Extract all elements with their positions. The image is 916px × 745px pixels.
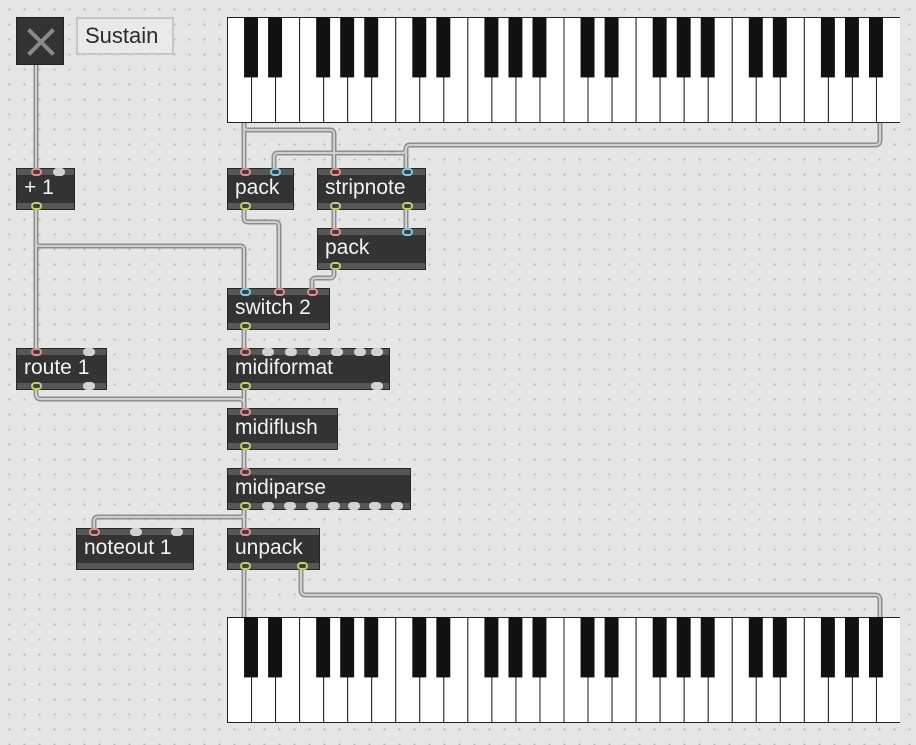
unpack-label: unpack [235,536,303,559]
black-key[interactable] [748,17,763,78]
black-key[interactable] [436,17,451,78]
black-key[interactable] [820,17,835,78]
cord-plus-to-switch [33,207,247,293]
cord-packb-to-switch [309,267,337,293]
black-key[interactable] [652,17,667,78]
black-key[interactable] [508,17,523,78]
unpack-object[interactable]: unpack [227,528,320,570]
black-key[interactable] [604,17,619,78]
stripnote-label: stripnote [325,176,406,199]
midiparse-label: midiparse [235,476,327,499]
black-key[interactable] [748,617,763,678]
midiformat-label: midiformat [235,356,334,379]
black-key[interactable] [364,617,379,678]
black-key[interactable] [532,617,547,678]
input-keyboard[interactable] [227,17,900,123]
pack-label-2: pack [325,236,370,259]
black-key[interactable] [268,617,283,678]
black-key[interactable] [652,617,667,678]
black-key[interactable] [532,17,547,78]
black-key[interactable] [412,617,427,678]
black-key[interactable] [340,617,355,678]
black-key[interactable] [844,17,859,78]
sustain-toggle[interactable] [16,17,64,65]
black-key[interactable] [676,617,691,678]
black-key[interactable] [580,617,595,678]
plus-one-object[interactable]: + 1 [16,168,75,210]
route-object[interactable]: route 1 [16,348,107,390]
noteout-label: noteout 1 [84,536,172,559]
midiformat-object[interactable]: midiformat [227,348,390,390]
route-label: route 1 [24,356,90,379]
noteout-object[interactable]: noteout 1 [76,528,194,570]
x-icon [27,28,55,56]
black-key[interactable] [412,17,427,78]
black-key[interactable] [580,17,595,78]
black-key[interactable] [364,17,379,78]
plus-one-label: + 1 [24,176,54,199]
black-key[interactable] [820,617,835,678]
midiparse-object[interactable]: midiparse [227,468,411,510]
black-key[interactable] [772,17,787,78]
switch-object[interactable]: switch 2 [227,288,330,330]
cord-midiparse-to-noteout [91,507,247,533]
black-key[interactable] [772,617,787,678]
black-key[interactable] [268,17,283,78]
black-key[interactable] [868,17,883,78]
black-key[interactable] [604,617,619,678]
midiflush-object[interactable]: midiflush [227,408,338,450]
black-key[interactable] [508,617,523,678]
black-key[interactable] [244,617,259,678]
black-key[interactable] [244,17,259,78]
output-keyboard[interactable] [227,617,900,723]
black-key[interactable] [676,17,691,78]
black-key[interactable] [436,617,451,678]
black-key[interactable] [340,17,355,78]
switch-label: switch 2 [235,296,311,319]
black-key[interactable] [868,617,883,678]
black-key[interactable] [484,617,499,678]
black-key[interactable] [484,17,499,78]
pack-label: pack [235,176,280,199]
black-key[interactable] [316,17,331,78]
black-key[interactable] [316,617,331,678]
black-key[interactable] [844,617,859,678]
black-key[interactable] [700,17,715,78]
stripnote-object[interactable]: stripnote [317,168,426,210]
black-key[interactable] [700,617,715,678]
sustain-label: Sustain [76,17,174,55]
midiflush-label: midiflush [235,416,318,439]
pack-object-2[interactable]: pack [317,228,426,270]
pack-object[interactable]: pack [227,168,294,210]
